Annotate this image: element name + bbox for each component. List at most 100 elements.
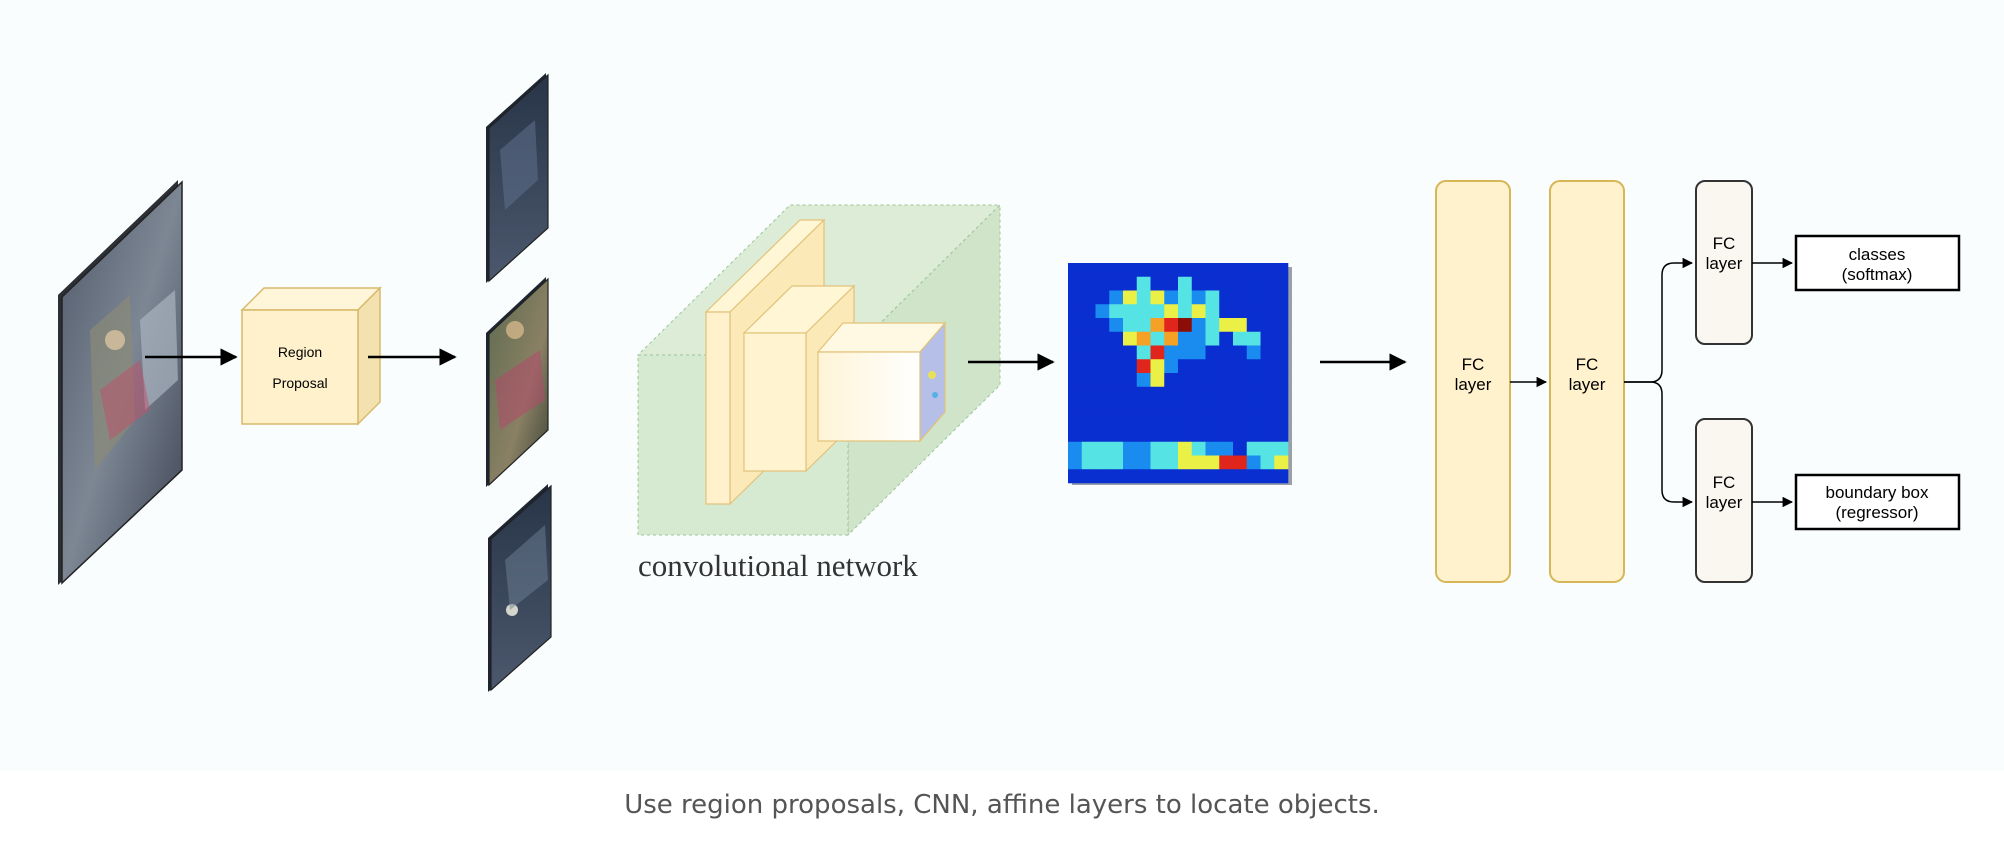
heatmap-cell — [1081, 345, 1096, 360]
heatmap-cell — [1109, 441, 1124, 456]
heatmap-cell — [1136, 441, 1151, 456]
heatmap-cell — [1109, 318, 1124, 333]
fc-layer-2-label-line2: layer — [1569, 375, 1606, 394]
region-proposal-label-line1: Region — [278, 344, 322, 360]
heatmap-cell — [1274, 290, 1289, 305]
heatmap-cell — [1068, 345, 1083, 360]
heatmap-cell — [1205, 373, 1220, 388]
heatmap-cell — [1178, 359, 1193, 374]
feature-heatmap — [1068, 263, 1292, 485]
heatmap-cell — [1205, 345, 1220, 360]
heatmap-cell — [1205, 400, 1220, 415]
heatmap-cell — [1164, 469, 1179, 484]
heatmap-cell — [1233, 441, 1248, 456]
heatmap-cell — [1123, 345, 1138, 360]
heatmap-cell — [1136, 263, 1151, 278]
heatmap-cell — [1109, 345, 1124, 360]
heatmap-cell — [1233, 290, 1248, 305]
fc-layer-2-label-line1: FC — [1576, 355, 1599, 374]
heatmap-cell — [1205, 386, 1220, 401]
heatmap-cell — [1095, 441, 1110, 456]
heatmap-cell — [1164, 359, 1179, 374]
heatmap-cell — [1205, 318, 1220, 333]
heatmap-cell — [1246, 276, 1261, 291]
heatmap-cell — [1136, 414, 1151, 429]
heatmap-cell — [1205, 304, 1220, 319]
heatmap-cell — [1178, 428, 1193, 443]
heatmap-cell — [1150, 304, 1165, 319]
heatmap-cell — [1246, 373, 1261, 388]
heatmap-cell — [1260, 400, 1275, 415]
heatmap-cell — [1260, 414, 1275, 429]
heatmap-cell — [1095, 263, 1110, 278]
heatmap-cell — [1150, 441, 1165, 456]
heatmap-cell — [1178, 373, 1193, 388]
heatmap-cell — [1178, 469, 1193, 484]
heatmap-cell — [1136, 331, 1151, 346]
heatmap-cell — [1191, 386, 1206, 401]
heatmap-cell — [1068, 400, 1083, 415]
heatmap-cell — [1274, 263, 1289, 278]
heatmap-cell — [1205, 455, 1220, 470]
heatmap-cell — [1095, 428, 1110, 443]
heatmap-cell — [1068, 263, 1083, 278]
heatmap-cell — [1068, 318, 1083, 333]
heatmap-cell — [1178, 400, 1193, 415]
heatmap-cell — [1219, 290, 1234, 305]
heatmap-cell — [1123, 263, 1138, 278]
heatmap-cell — [1191, 428, 1206, 443]
heatmap-cell — [1219, 373, 1234, 388]
heatmap-cell — [1205, 414, 1220, 429]
heatmap-cell — [1219, 263, 1234, 278]
fc-layer-4-label-line1: FC — [1713, 473, 1736, 492]
heatmap-cell — [1081, 318, 1096, 333]
heatmap-cell — [1150, 318, 1165, 333]
heatmap-cell — [1274, 345, 1289, 360]
heatmap-cell — [1246, 304, 1261, 319]
cnn-feature-map — [816, 321, 947, 443]
input-image — [58, 180, 183, 585]
cnn-label: convolutional network — [638, 548, 918, 583]
heatmap-cell — [1178, 276, 1193, 291]
region-crop-1 — [486, 73, 549, 283]
heatmap-cell — [1136, 428, 1151, 443]
heatmap-cell — [1178, 304, 1193, 319]
heatmap-cell — [1191, 414, 1206, 429]
heatmap-cell — [1246, 359, 1261, 374]
region-crop-3 — [488, 484, 552, 692]
heatmap-cell — [1219, 276, 1234, 291]
heatmap-cell — [1246, 263, 1261, 278]
heatmap-cell — [1274, 441, 1289, 456]
heatmap-cell — [1068, 386, 1083, 401]
heatmap-cell — [1191, 373, 1206, 388]
heatmap-cell — [1109, 276, 1124, 291]
heatmap-cell — [1219, 414, 1234, 429]
heatmap-cell — [1233, 400, 1248, 415]
heatmap-cell — [1109, 263, 1124, 278]
heatmap-cell — [1219, 469, 1234, 484]
heatmap-cell — [1068, 428, 1083, 443]
heatmap-cell — [1233, 359, 1248, 374]
heatmap-cell — [1123, 455, 1138, 470]
heatmap-cell — [1260, 276, 1275, 291]
heatmap-cell — [1205, 331, 1220, 346]
heatmap-cell — [1233, 331, 1248, 346]
figure-caption: Use region proposals, CNN, affine layers… — [624, 790, 1380, 820]
heatmap-cell — [1150, 400, 1165, 415]
heatmap-cell — [1095, 414, 1110, 429]
heatmap-cell — [1219, 428, 1234, 443]
heatmap-cell — [1150, 263, 1165, 278]
heatmap-cell — [1109, 373, 1124, 388]
heatmap-cell — [1233, 414, 1248, 429]
heatmap-cell — [1123, 290, 1138, 305]
heatmap-cell — [1095, 455, 1110, 470]
heatmap-cell — [1095, 318, 1110, 333]
heatmap-cell — [1164, 373, 1179, 388]
heatmap-cell — [1095, 400, 1110, 415]
heatmap-cell — [1123, 469, 1138, 484]
heatmap-cell — [1191, 263, 1206, 278]
bbox-label-line1: boundary box — [1825, 483, 1929, 502]
heatmap-cell — [1136, 290, 1151, 305]
connector-to-classes-fc — [1624, 257, 1694, 383]
heatmap-cell — [1178, 345, 1193, 360]
